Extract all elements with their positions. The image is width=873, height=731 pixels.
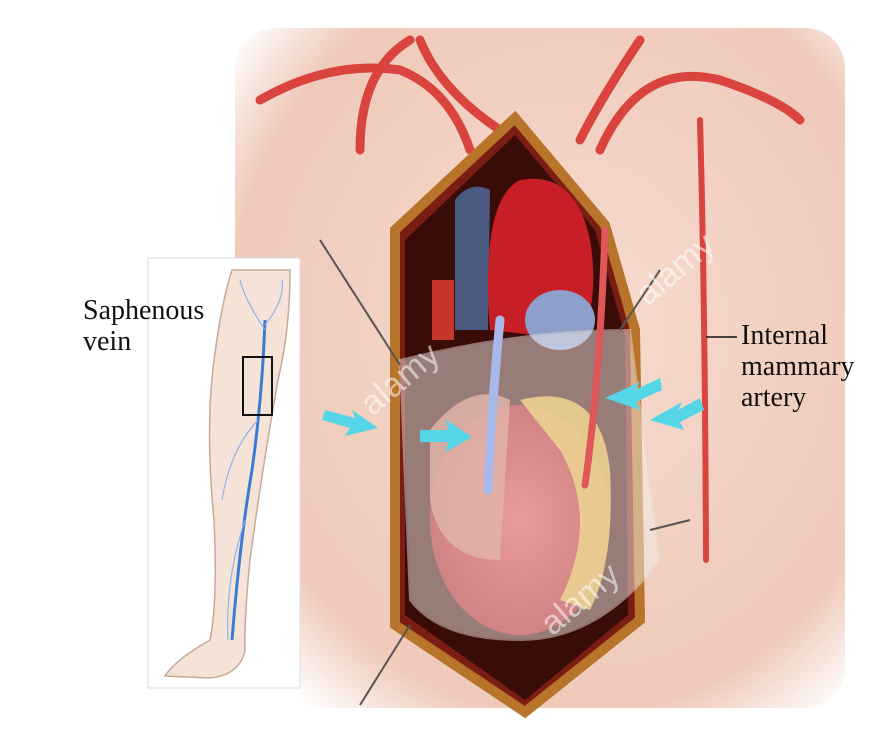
superior-vena-cava [455,186,490,330]
harvest-site-box [242,356,273,416]
saphenous-vein [230,319,267,641]
saphenous-vein-label: Saphenous vein [83,295,204,357]
label-line: vein [83,326,132,357]
pericardium [398,328,662,642]
retractors [319,239,691,706]
arrows [322,378,704,452]
saphenous-vein-graft [483,315,505,495]
internal-mammary-artery-label: Internal mammary artery [741,320,855,413]
internal-mammary-artery-graft [581,226,609,489]
label-line: Internal [741,320,829,351]
label-line: Saphenous [83,295,205,326]
label-line: artery [741,382,807,413]
arrow-icon [605,378,662,410]
neck-arteries [255,35,805,563]
arrow-icon [322,410,378,436]
arrow-icon [650,398,704,430]
label-line: mammary [741,351,855,382]
arrow-icon [420,420,472,452]
